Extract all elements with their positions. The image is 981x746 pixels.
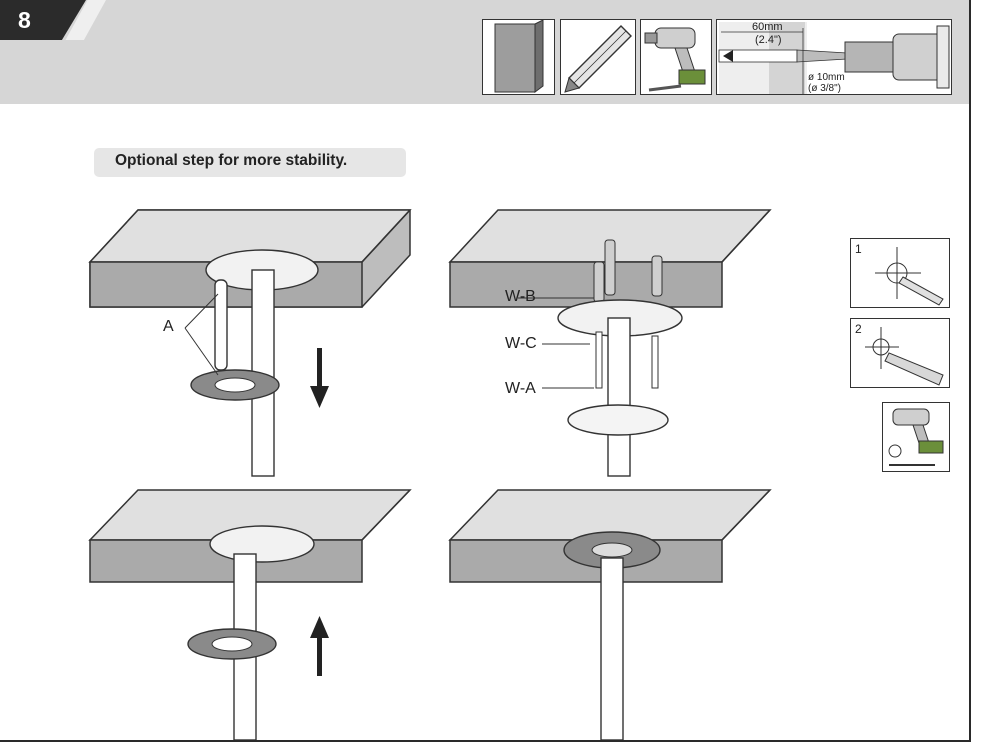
side-tools [882, 402, 950, 472]
callout-w-a: W-A [505, 380, 536, 397]
note-pill [94, 148, 406, 177]
tool-drill [640, 19, 712, 95]
drill-hole-icon [865, 327, 944, 386]
note-text: Optional step for more stability. [115, 152, 348, 169]
drill-diameter-mm: ø 10mm [808, 72, 845, 83]
side-step-mark [850, 238, 950, 308]
side-step-drill [850, 318, 950, 388]
panel-cover-installed [448, 489, 772, 740]
panel-slide-ring-up [88, 489, 412, 740]
tool-drill-spec [716, 19, 952, 95]
drill-depth-diagram [718, 22, 950, 94]
step-number: 8 [18, 7, 31, 33]
side-step-2-number: 2 [855, 322, 862, 336]
drill-depth-in: (2.4") [755, 34, 782, 46]
panel-screw-plate [448, 209, 772, 477]
wall-icon [494, 20, 544, 93]
callout-w-c: W-C [505, 335, 537, 352]
pencil-icon [564, 25, 632, 93]
tool-wall [482, 19, 555, 95]
drill-icon [644, 27, 706, 92]
callout-w-b: W-B [505, 288, 536, 305]
side-step-1-number: 1 [855, 242, 862, 256]
panel-remove-cover [88, 209, 412, 477]
callout-a: A [163, 318, 174, 335]
mark-position-icon [875, 247, 944, 306]
drill-depth-mm: 60mm [752, 21, 783, 33]
drill-diameter-in: (ø 3/8") [808, 83, 841, 94]
screwdriver-drill-icon [888, 408, 944, 466]
tool-pencil [560, 19, 636, 95]
